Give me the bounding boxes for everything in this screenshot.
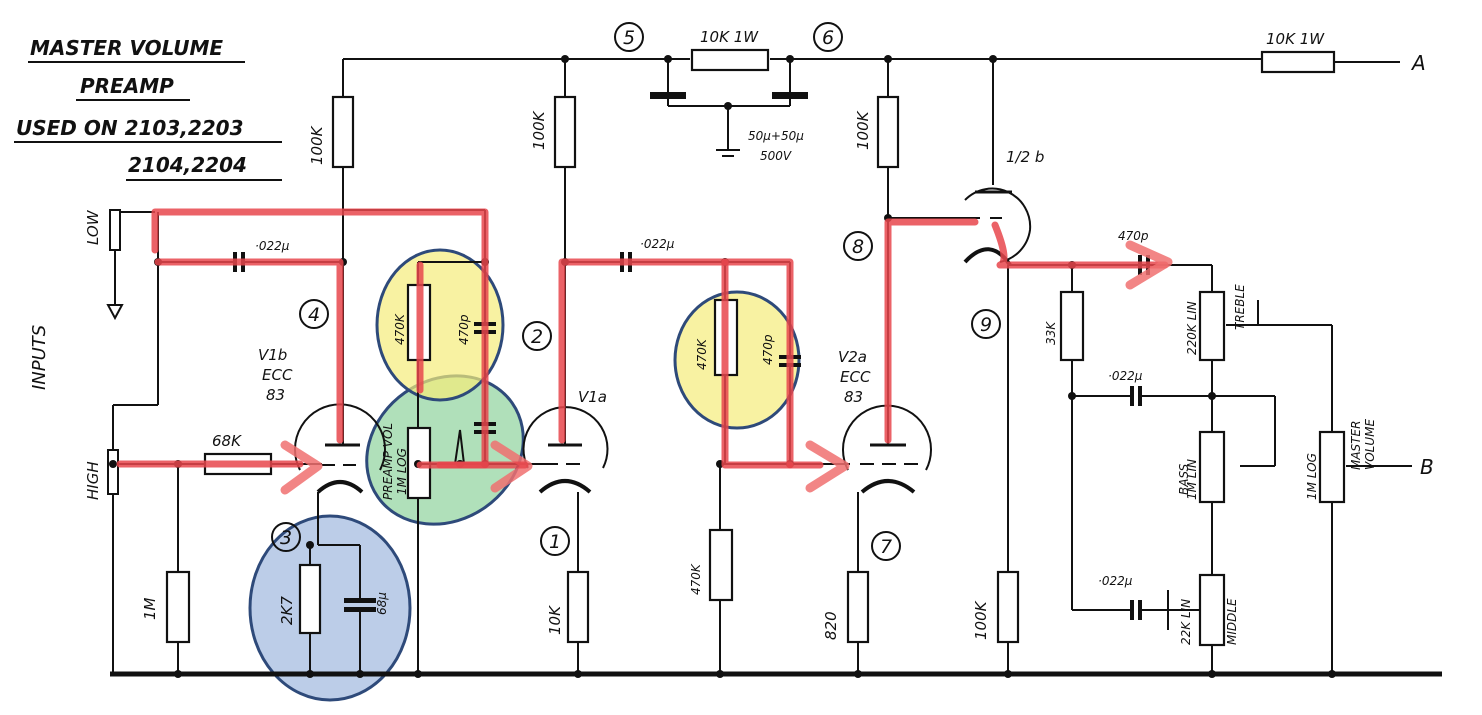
title-line-2: PREAMP bbox=[80, 74, 174, 98]
label-psu-caps-2: 500V bbox=[760, 149, 792, 163]
resistor-10k-cathode bbox=[566, 570, 590, 644]
tube-v2a-label-3: 83 bbox=[844, 388, 863, 406]
node-numbers: 1 2 3 4 5 6 7 8 9 bbox=[271, 22, 1001, 561]
title-line-3: USED ON 2103,2203 bbox=[16, 116, 244, 140]
label-c-68u: 68µ bbox=[375, 592, 389, 615]
psu-cap-right bbox=[772, 92, 808, 99]
label-preamp-vol-2: 1M LOG bbox=[395, 448, 409, 495]
resistor-1m bbox=[165, 570, 191, 644]
label-r-470k-2: 470K bbox=[695, 338, 709, 370]
label-bass-1: BASS bbox=[1177, 463, 1191, 495]
label-middle-2: MIDDLE bbox=[1225, 598, 1239, 645]
input-low-label: LOW bbox=[84, 209, 102, 245]
resistor-470k-grid-v2a bbox=[708, 528, 734, 602]
inputs-label: INPUTS bbox=[29, 325, 50, 390]
tube-v1a-label: V1a bbox=[578, 388, 607, 406]
label-r-100k-3: 100K bbox=[854, 110, 872, 150]
resistor-100k-cf bbox=[996, 570, 1020, 644]
title-block: MASTER VOLUME PREAMP USED ON 2103,2203 2… bbox=[14, 36, 282, 181]
label-treble-2: 220K LIN bbox=[1185, 301, 1199, 355]
label-c-470p-tone: 470p bbox=[1118, 229, 1149, 243]
label-r-100k-2: 100K bbox=[530, 110, 548, 150]
input-high-label: HIGH bbox=[84, 461, 102, 500]
node-4: 4 bbox=[308, 304, 320, 326]
signal-path-overlay bbox=[116, 208, 1173, 495]
label-master-3: VOLUME bbox=[1363, 419, 1377, 470]
tube-v2a-label-1: V2a bbox=[838, 348, 867, 366]
label-r-470k-3: 470K bbox=[689, 563, 703, 595]
node-1: 1 bbox=[549, 531, 561, 553]
jack-low bbox=[109, 209, 121, 251]
potentiometer-treble bbox=[1198, 290, 1226, 362]
label-c-470p-1: 470p bbox=[457, 314, 471, 345]
label-c-470p-2: 470p bbox=[761, 334, 775, 365]
tube-v1b-label-2: ECC bbox=[262, 366, 293, 384]
potentiometer-master bbox=[1318, 430, 1346, 504]
label-r-10k: 10K bbox=[546, 605, 564, 635]
label-master-2: MASTER bbox=[1349, 421, 1363, 470]
resistor-10k-1w-right bbox=[1260, 50, 1336, 74]
node-6: 6 bbox=[822, 27, 834, 49]
label-c-022-mid2: ·022µ bbox=[1098, 574, 1133, 588]
potentiometer-bass bbox=[1198, 430, 1226, 504]
tube-v2b-label: 1/2 b bbox=[1006, 148, 1044, 166]
label-r-1m: 1M bbox=[141, 597, 159, 620]
node-7: 7 bbox=[880, 536, 892, 558]
title-line-4: 2104,2204 bbox=[128, 153, 247, 177]
label-psu-caps-1: 50µ+50µ bbox=[748, 129, 804, 143]
resistor-820-cathode bbox=[846, 570, 870, 644]
label-r-33k: 33K bbox=[1044, 321, 1058, 345]
title-line-1: MASTER VOLUME bbox=[30, 36, 223, 60]
node-9: 9 bbox=[980, 314, 992, 336]
node-2: 2 bbox=[531, 326, 543, 348]
resistor-100k-plate-v1b bbox=[331, 95, 355, 169]
b-plus-rail bbox=[343, 48, 1400, 157]
label-preamp-vol-1: PREAMP VOL bbox=[381, 423, 395, 500]
label-treble-1: TREBLE bbox=[1233, 284, 1247, 330]
resistor-100k-plate-v1a bbox=[553, 95, 577, 169]
label-r-68k: 68K bbox=[212, 432, 242, 450]
label-c-022-mid: ·022µ bbox=[640, 237, 675, 251]
label-c-022-tone: ·022µ bbox=[1108, 369, 1143, 383]
label-bass-2: 1M LIN bbox=[1185, 459, 1199, 500]
label-r-820: 820 bbox=[822, 611, 840, 640]
label-c-022-low: ·022µ bbox=[255, 239, 290, 253]
tube-v2b bbox=[964, 187, 1032, 263]
output-a-label: A bbox=[1410, 51, 1426, 75]
label-master-1: 1M LOG bbox=[1305, 453, 1319, 500]
label-r-10k-1w-right: 10K 1W bbox=[1266, 30, 1325, 48]
label-r-100k-cf: 100K bbox=[972, 600, 990, 640]
resistor-100k-plate-v2a bbox=[876, 95, 900, 169]
jack-high bbox=[107, 449, 119, 495]
tone-stack bbox=[1059, 255, 1412, 674]
label-r-470k-1: 470K bbox=[393, 313, 407, 345]
capacitor-68u bbox=[344, 598, 376, 603]
output-b-label: B bbox=[1420, 455, 1434, 479]
stage-v2a bbox=[842, 59, 968, 674]
tube-v2a-label-2: ECC bbox=[840, 368, 871, 386]
node-8: 8 bbox=[852, 236, 864, 258]
psu-cap-left bbox=[650, 92, 686, 99]
resistor-10k-1w-top bbox=[690, 48, 770, 72]
label-r-2k7: 2K7 bbox=[278, 596, 296, 625]
highlight-zone-blue-cathode bbox=[248, 514, 412, 702]
tube-v1b-label-1: V1b bbox=[258, 346, 287, 364]
potentiometer-middle bbox=[1198, 573, 1226, 647]
label-middle-1: 22K LIN bbox=[1179, 599, 1193, 645]
node-3: 3 bbox=[280, 527, 292, 549]
node-5: 5 bbox=[623, 27, 635, 49]
resistor-33k bbox=[1059, 290, 1085, 362]
label-r-10k-1w-top: 10K 1W bbox=[700, 28, 759, 46]
stage-v1b bbox=[294, 59, 386, 674]
resistor-2k7 bbox=[298, 563, 322, 635]
label-r-100k-1: 100K bbox=[308, 125, 326, 165]
tube-v1b-label-3: 83 bbox=[266, 386, 285, 404]
